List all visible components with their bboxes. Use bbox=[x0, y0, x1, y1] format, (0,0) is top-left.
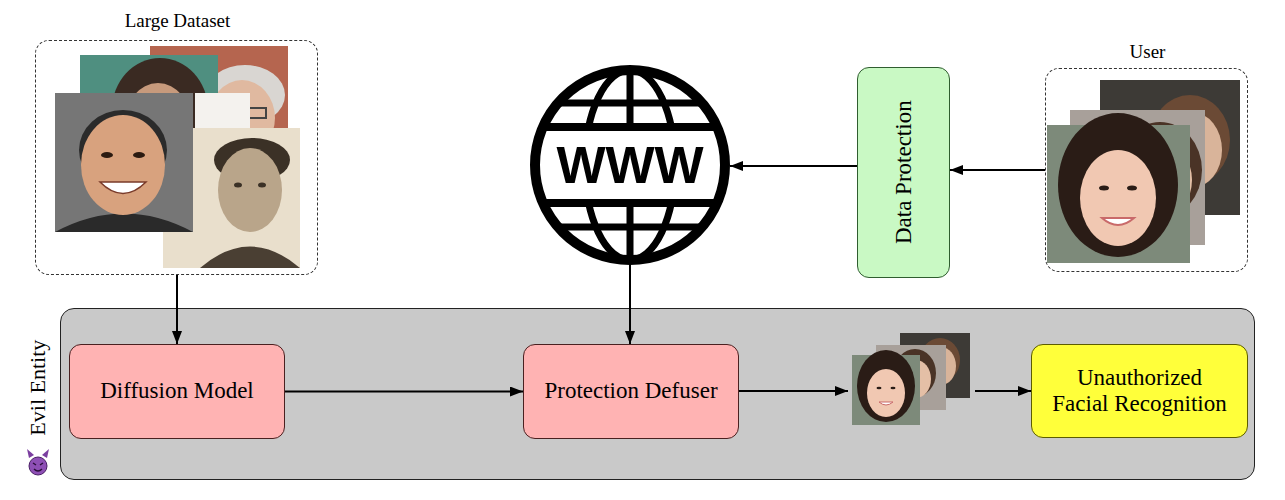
www-globe: WWW bbox=[530, 65, 730, 265]
heading-holder: Large Dataset bbox=[36, 7, 319, 35]
drawing-part bbox=[234, 183, 242, 188]
protection-box: Data Protection bbox=[857, 67, 950, 278]
drawing-part bbox=[55, 93, 193, 232]
arrow-connector bbox=[950, 170, 1045, 171]
drawing-part bbox=[1099, 186, 1109, 191]
drawing-part bbox=[1080, 150, 1156, 246]
node-label: WWW bbox=[556, 139, 703, 191]
drawing-part bbox=[867, 369, 905, 417]
node-heading: Large Dataset bbox=[125, 10, 231, 32]
drawing-part bbox=[101, 152, 113, 158]
user-panel: User bbox=[1045, 68, 1248, 272]
drawing-part bbox=[1058, 113, 1178, 257]
node-label: Diffusion Model bbox=[100, 378, 254, 404]
node-label: Data Protection bbox=[890, 101, 916, 245]
arrow-line bbox=[285, 391, 523, 393]
arrow-line bbox=[975, 390, 1031, 392]
evil-entity-band: Evil EntityDiffusion ModelProtection Def… bbox=[60, 308, 1255, 480]
drawing-part bbox=[857, 350, 915, 422]
arrow-line bbox=[629, 265, 631, 344]
drawing-part bbox=[535, 70, 725, 260]
node-heading: Evil Entity bbox=[25, 340, 50, 436]
process-box: Protection Defuser bbox=[523, 344, 739, 439]
arrow-connector bbox=[630, 265, 631, 344]
drawing-part bbox=[29, 457, 47, 475]
node-label: Unauthorized Facial Recognition bbox=[1050, 365, 1230, 418]
heading-holder: User bbox=[1046, 39, 1249, 65]
drawing-part bbox=[530, 127, 730, 203]
photo-user-front bbox=[1047, 113, 1190, 263]
drawing-part bbox=[55, 214, 193, 233]
drawing-part bbox=[891, 387, 896, 390]
drawing-part bbox=[218, 148, 282, 232]
drawing-part bbox=[200, 247, 300, 269]
node-label: Protection Defuser bbox=[544, 378, 717, 404]
drawing-part bbox=[258, 183, 266, 188]
drawing-part bbox=[34, 469, 42, 471]
drawing-part bbox=[879, 402, 893, 405]
output-box: Unauthorized Facial Recognition bbox=[1031, 344, 1248, 438]
arrow-line bbox=[730, 165, 857, 167]
drawing-part bbox=[27, 449, 34, 458]
arrow-line bbox=[950, 169, 1045, 171]
arrow-connector bbox=[285, 391, 523, 392]
drawing-part bbox=[1127, 186, 1137, 191]
dataset-panel: Large Dataset bbox=[35, 40, 318, 275]
drawing-part bbox=[100, 182, 146, 194]
drawing-part bbox=[877, 387, 882, 390]
process-box: Diffusion Model bbox=[69, 344, 285, 439]
drawing-part bbox=[33, 463, 43, 465]
photo-small-front bbox=[852, 350, 920, 425]
photo-front bbox=[55, 93, 193, 232]
arrow-line bbox=[176, 275, 178, 344]
arrow-connector bbox=[177, 275, 178, 344]
arrow-line bbox=[739, 390, 848, 392]
drawing-part bbox=[81, 115, 165, 215]
heading-holder: Evil Entity bbox=[19, 317, 57, 459]
drawing-part bbox=[1102, 218, 1134, 225]
drawing-part bbox=[530, 65, 730, 265]
arrow-connector bbox=[730, 166, 857, 167]
drawing-part bbox=[42, 449, 49, 458]
devil-icon bbox=[27, 449, 49, 475]
drawing-part bbox=[133, 152, 145, 158]
node-heading: User bbox=[1130, 41, 1166, 63]
